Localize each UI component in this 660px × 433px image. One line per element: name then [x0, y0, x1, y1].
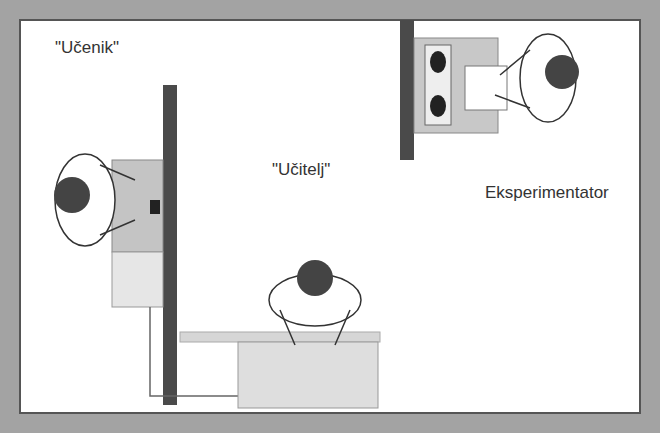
experimenter-head: [545, 55, 579, 89]
partition-wall: [400, 20, 414, 160]
person-label: "Učitelj": [272, 160, 330, 180]
device-symbol: [430, 95, 446, 117]
partition-wall: [163, 85, 177, 405]
learner-desk: [112, 252, 163, 307]
device-symbol: [150, 200, 160, 214]
person-label: Eksperimentator: [485, 183, 609, 203]
teacher-arms: [280, 310, 350, 345]
learner-head: [54, 177, 90, 213]
paper-sheet: [465, 66, 507, 110]
experimenter-arms: [495, 50, 530, 108]
desk-edge: [180, 332, 380, 342]
shock-generator: [425, 45, 451, 125]
wire: [150, 307, 238, 396]
person-label: "Učenik": [55, 38, 119, 58]
teacher-desk: [238, 342, 378, 408]
room-floor: [20, 20, 640, 413]
learner-arms: [100, 165, 135, 235]
device-symbol: [430, 51, 446, 73]
teacher-head: [297, 260, 333, 296]
